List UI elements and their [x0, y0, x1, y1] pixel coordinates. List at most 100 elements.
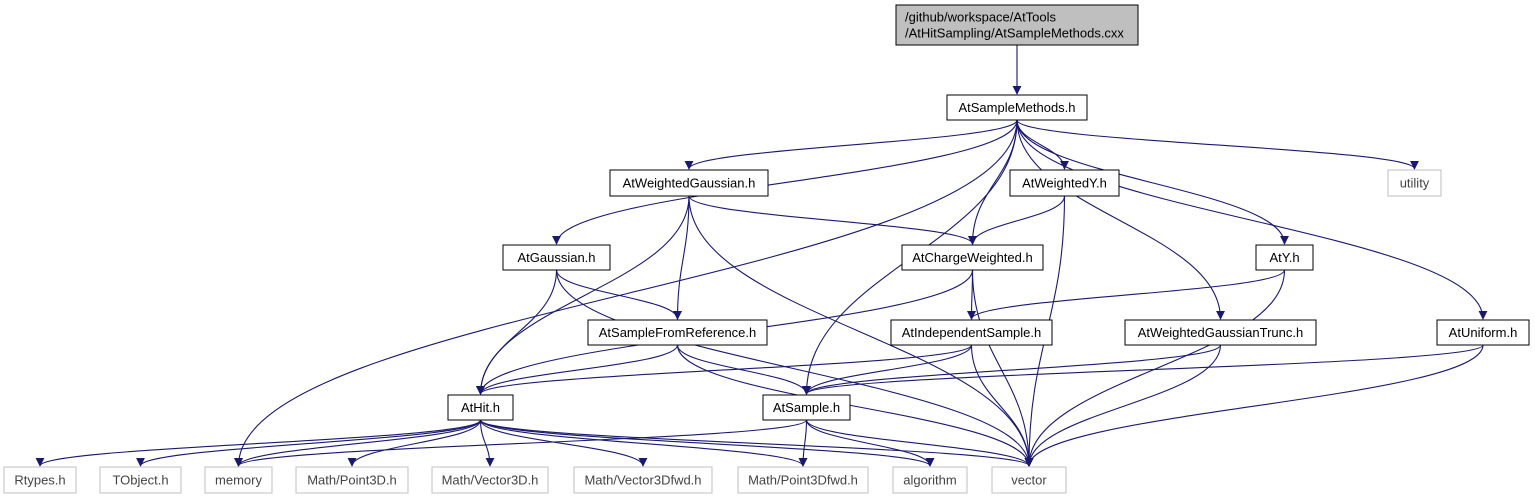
- edge-atsamplemethods-to-atgaussian: [552, 119, 1018, 245]
- node-box-athit: [447, 394, 514, 421]
- edge-atsample-to-algorithm: [805, 419, 935, 467]
- node-vector: vector: [991, 466, 1067, 494]
- node-box-vector3d: [431, 466, 549, 494]
- node-memory: memory: [204, 466, 273, 494]
- node-label-atweightedgaussian: AtWeightedGaussian.h: [623, 176, 756, 191]
- node-label-vector3dfwd: Math/Vector3Dfwd.h: [584, 473, 701, 488]
- edge-aty-to-vector: [1024, 269, 1286, 467]
- edge-athit-to-tobject: [136, 419, 482, 467]
- edge-atsamplemethods-to-atchargeweighted: [968, 119, 1018, 245]
- edge-atweightedgaussian-to-atsamplefromreference: [673, 195, 690, 320]
- node-label-rtypes: Rtypes.h: [14, 473, 65, 488]
- edge-atindependentsample-to-vector: [970, 344, 1034, 467]
- edge-athit-to-vector3d: [479, 419, 495, 467]
- edge-atweightedy-to-atchargeweighted: [968, 195, 1066, 245]
- node-atchargeweighted[interactable]: AtChargeWeighted.h: [901, 244, 1044, 271]
- edge-athit-to-point3dfwd: [479, 419, 808, 467]
- node-box-vector3dfwd: [573, 466, 713, 494]
- node-atsample[interactable]: AtSample.h: [762, 394, 851, 421]
- node-box-utility: [1387, 169, 1442, 197]
- edge-atsample-to-memory: [234, 419, 808, 467]
- node-point3d: Math/Point3D.h: [295, 466, 409, 494]
- node-label-atindependentsample: AtIndependentSample.h: [902, 325, 1042, 340]
- edge-athit-to-memory: [234, 419, 482, 467]
- node-label-point3dfwd: Math/Point3Dfwd.h: [748, 473, 858, 488]
- node-label-vector3d: Math/Vector3D.h: [442, 473, 539, 488]
- edge-atchargeweighted-to-vector: [971, 269, 1034, 467]
- node-label-vector: vector: [1011, 473, 1047, 488]
- node-algorithm: algorithm: [892, 466, 968, 494]
- node-box-atweightedgaussiantrunc: [1124, 319, 1317, 346]
- node-label-atsample: AtSample.h: [773, 400, 840, 415]
- node-atsamplemethods[interactable]: AtSampleMethods.h: [946, 94, 1088, 121]
- node-atgaussian[interactable]: AtGaussian.h: [502, 244, 611, 271]
- node-label-point3d: Math/Point3D.h: [307, 473, 397, 488]
- nodes-layer: /github/workspace/AtTools/AtHitSampling/…: [3, 4, 1530, 494]
- edge-atweightedgaussian-to-atchargeweighted: [688, 195, 977, 245]
- node-box-algorithm: [892, 466, 968, 494]
- node-atweightedgaussiantrunc[interactable]: AtWeightedGaussianTrunc.h: [1124, 319, 1317, 346]
- node-box-atgaussian: [502, 244, 611, 271]
- node-box-point3d: [295, 466, 409, 494]
- node-atweightedgaussian[interactable]: AtWeightedGaussian.h: [609, 169, 769, 197]
- node-label-athit: AtHit.h: [461, 400, 500, 415]
- edge-atweightedgaussian-to-vector: [688, 195, 1034, 467]
- node-label-atgaussian: AtGaussian.h: [517, 250, 595, 265]
- node-box-aty: [1255, 244, 1314, 271]
- edge-atsample-to-vector: [805, 419, 1034, 467]
- node-box-atuniform: [1436, 319, 1530, 346]
- edge-athit-to-rtypes: [35, 419, 482, 467]
- node-box-atweightedgaussian: [609, 169, 769, 197]
- node-atsamplefromreference[interactable]: AtSampleFromReference.h: [587, 319, 768, 346]
- node-box-tobject: [99, 466, 182, 494]
- node-box-rtypes: [3, 466, 77, 494]
- node-label-atuniform: AtUniform.h: [1449, 325, 1518, 340]
- edge-athit-to-vector3dfwd: [479, 419, 648, 467]
- node-label-aty: AtY.h: [1269, 250, 1299, 265]
- node-label-root-line-1: /github/workspace/AtTools: [905, 10, 1057, 25]
- node-box-atindependentsample: [890, 319, 1053, 346]
- node-rtypes: Rtypes.h: [3, 466, 77, 494]
- node-label-atsamplemethods: AtSampleMethods.h: [958, 100, 1075, 115]
- node-box-atweightedy: [1009, 169, 1120, 197]
- node-atindependentsample[interactable]: AtIndependentSample.h: [890, 319, 1053, 346]
- node-vector3dfwd: Math/Vector3Dfwd.h: [573, 466, 713, 494]
- node-aty[interactable]: AtY.h: [1255, 244, 1314, 271]
- edge-athit-to-algorithm: [479, 419, 935, 467]
- edge-atsamplemethods-to-atweightedy: [1016, 119, 1069, 170]
- edge-atgaussian-to-vector: [555, 269, 1034, 467]
- node-label-atsamplefromreference: AtSampleFromReference.h: [599, 325, 757, 340]
- edge-atweightedgaussiantrunc-to-atsample: [802, 344, 1222, 395]
- edge-atsamplemethods-to-aty: [1016, 119, 1289, 245]
- node-box-memory: [204, 466, 273, 494]
- edge-atgaussian-to-athit: [476, 269, 558, 395]
- node-atuniform[interactable]: AtUniform.h: [1436, 319, 1530, 346]
- node-point3dfwd: Math/Point3Dfwd.h: [737, 466, 869, 494]
- edge-atsamplemethods-to-memory: [234, 119, 1018, 467]
- node-athit[interactable]: AtHit.h: [447, 394, 514, 421]
- node-label-memory: memory: [215, 473, 262, 488]
- edge-atsamplefromreference-to-athit: [476, 344, 679, 395]
- node-label-atweightedgaussiantrunc: AtWeightedGaussianTrunc.h: [1138, 325, 1303, 340]
- edge-atsamplemethods-to-utility: [1016, 119, 1419, 170]
- edge-atuniform-to-vector: [1024, 344, 1484, 467]
- node-label-utility: utility: [1400, 176, 1430, 191]
- node-atweightedy[interactable]: AtWeightedY.h: [1009, 169, 1120, 197]
- node-root[interactable]: /github/workspace/AtTools/AtHitSampling/…: [895, 4, 1139, 46]
- edge-atsample-to-point3dfwd: [798, 419, 808, 467]
- edge-atindependentsample-to-athit: [476, 344, 973, 395]
- edge-aty-to-atindependentsample: [967, 269, 1286, 320]
- node-box-atchargeweighted: [901, 244, 1044, 271]
- node-vector3d: Math/Vector3D.h: [431, 466, 549, 494]
- edge-atsamplefromreference-to-atsample: [676, 344, 811, 395]
- edge-atuniform-to-atsample: [802, 344, 1484, 395]
- edge-atsamplemethods-to-atweightedgaussian: [684, 119, 1018, 170]
- edge-athit-to-point3d: [347, 419, 482, 467]
- node-box-atsamplemethods: [946, 94, 1088, 121]
- node-tobject: TObject.h: [99, 466, 182, 494]
- edge-atsamplefromreference-to-vector: [676, 344, 1034, 467]
- edge-athit-to-vector: [479, 419, 1034, 467]
- edges-layer: [35, 44, 1488, 467]
- node-box-atsamplefromreference: [587, 319, 768, 346]
